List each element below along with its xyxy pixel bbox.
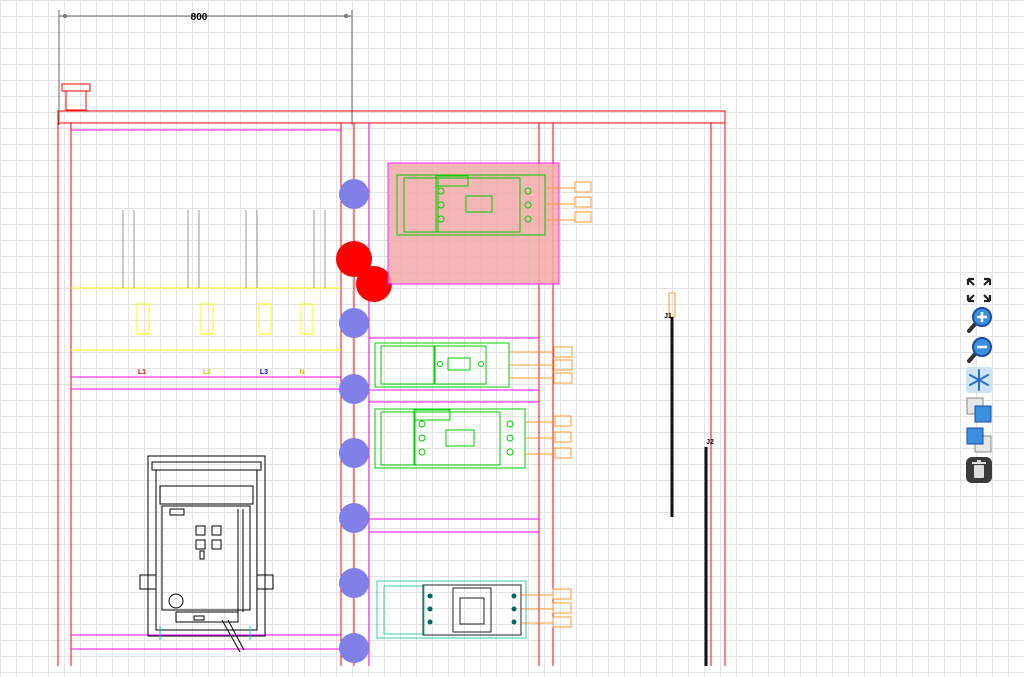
zoom-in-button[interactable] bbox=[965, 306, 993, 334]
rail-label-j1: J1 bbox=[664, 313, 672, 320]
send-back-icon bbox=[966, 427, 992, 453]
breaker-3[interactable] bbox=[374, 408, 526, 469]
selection-handles[interactable] bbox=[336, 241, 392, 302]
selected-breaker-highlight[interactable] bbox=[387, 162, 560, 285]
panel-lines bbox=[71, 123, 539, 666]
main-breaker-tabs bbox=[159, 626, 251, 640]
phase-label-4: N bbox=[299, 369, 304, 376]
snowflake-icon bbox=[966, 367, 992, 393]
delete-button[interactable] bbox=[965, 456, 993, 484]
send-back-button[interactable] bbox=[965, 426, 993, 454]
snowflake-button[interactable] bbox=[965, 366, 993, 394]
terminal-2 bbox=[509, 346, 573, 384]
terminal-1 bbox=[546, 181, 592, 223]
mount-circles[interactable] bbox=[339, 179, 369, 663]
bring-front-icon bbox=[966, 397, 992, 423]
zoom-toolbar bbox=[965, 276, 995, 484]
trash-icon bbox=[966, 457, 992, 483]
breaker-4[interactable] bbox=[376, 580, 527, 639]
busbar-rods bbox=[122, 210, 326, 288]
rail-label-j2: J2 bbox=[706, 439, 714, 446]
phase-label-3: L3 bbox=[260, 369, 268, 376]
dimension-label: 800 bbox=[191, 12, 208, 23]
terminal-4 bbox=[522, 588, 572, 628]
zoom-out-button[interactable] bbox=[965, 336, 993, 364]
top-cap[interactable] bbox=[61, 83, 91, 111]
bring-front-button[interactable] bbox=[965, 396, 993, 424]
fit-screen-icon bbox=[966, 277, 992, 303]
zoom-in-icon bbox=[967, 307, 992, 333]
main-breaker[interactable] bbox=[139, 455, 274, 653]
dimension bbox=[58, 10, 353, 125]
terminal-3 bbox=[526, 415, 572, 459]
fit-screen-button[interactable] bbox=[965, 276, 993, 304]
rail-j1[interactable] bbox=[668, 292, 676, 517]
breaker-1[interactable] bbox=[396, 174, 546, 236]
phase-label-2: L2 bbox=[203, 369, 211, 376]
phase-label-1: L1 bbox=[138, 369, 146, 376]
breaker-2[interactable] bbox=[374, 342, 510, 388]
busbar-section[interactable] bbox=[71, 287, 341, 351]
zoom-out-icon bbox=[967, 337, 992, 363]
